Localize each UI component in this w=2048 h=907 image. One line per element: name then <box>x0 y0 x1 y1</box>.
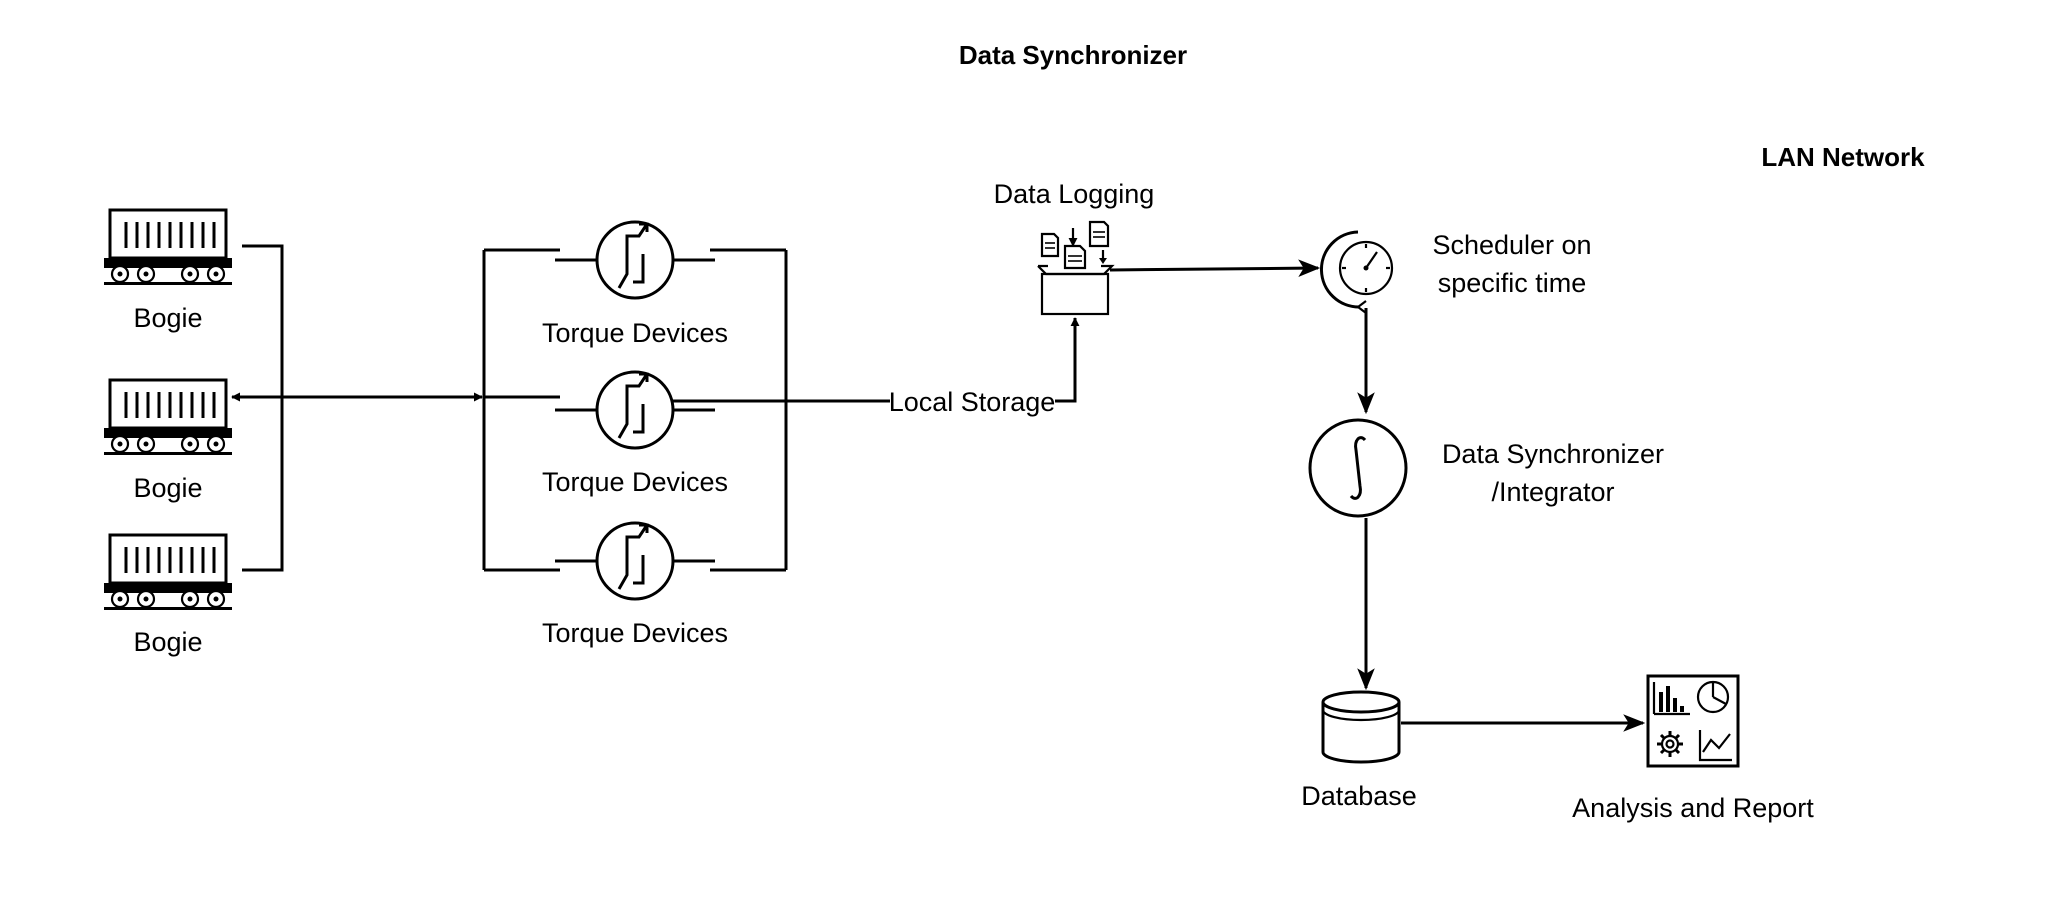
torque-frame <box>482 248 788 572</box>
bogie-bus-connector <box>231 244 483 572</box>
torque-sensor-icon <box>553 370 717 450</box>
bogie-label: Bogie <box>133 627 202 657</box>
torque-device-1: Torque Devices <box>542 220 728 348</box>
synchronizer-label-line2: /Integrator <box>1491 477 1614 507</box>
torque-device-label: Torque Devices <box>542 318 728 348</box>
torque-device-3: Torque Devices <box>542 521 728 648</box>
bogie-label: Bogie <box>133 473 202 503</box>
torque-device-label: Torque Devices <box>542 618 728 648</box>
train-wagon-icon <box>102 533 234 612</box>
train-wagon-icon <box>102 208 234 287</box>
bogie-node-3: Bogie <box>102 533 234 657</box>
bogie-node-2: Bogie <box>102 378 234 503</box>
data-logging-label: Data Logging <box>994 179 1155 209</box>
timer-icon <box>1320 230 1394 314</box>
torque-sensor-icon <box>553 521 717 601</box>
synchronizer-label-line1: Data Synchronizer <box>1442 439 1664 469</box>
document-upload-icon <box>1037 220 1115 316</box>
database-icon <box>1321 690 1401 764</box>
logging-to-scheduler-arrow <box>1109 259 1321 277</box>
scheduler-label-line1: Scheduler on <box>1432 230 1591 260</box>
torque-device-2: Torque Devices <box>542 370 728 497</box>
dashboard-icon <box>1646 674 1740 768</box>
bogie-node-1: Bogie <box>102 208 234 333</box>
diagram-title: Data Synchronizer <box>959 40 1187 70</box>
database-node: Database <box>1301 690 1417 811</box>
local-storage-label: Local Storage <box>889 387 1056 417</box>
torque-sensor-icon <box>553 220 717 300</box>
scheduler-label-line2: specific time <box>1438 268 1587 298</box>
train-wagon-icon <box>102 378 234 457</box>
bogie-label: Bogie <box>133 303 202 333</box>
network-label: LAN Network <box>1761 142 1925 172</box>
torque-device-label: Torque Devices <box>542 467 728 497</box>
local-storage-connector: Local Storage <box>673 317 1080 417</box>
gear-icon <box>1657 731 1683 757</box>
scheduler-node: Scheduler on specific time <box>1320 230 1592 314</box>
synchronizer-node: Data Synchronizer /Integrator <box>1308 418 1664 518</box>
data-logging-node: Data Logging <box>994 179 1155 316</box>
integral-icon <box>1308 418 1408 518</box>
analysis-node: Analysis and Report <box>1572 674 1814 823</box>
analysis-label: Analysis and Report <box>1572 793 1814 823</box>
database-label: Database <box>1301 781 1417 811</box>
